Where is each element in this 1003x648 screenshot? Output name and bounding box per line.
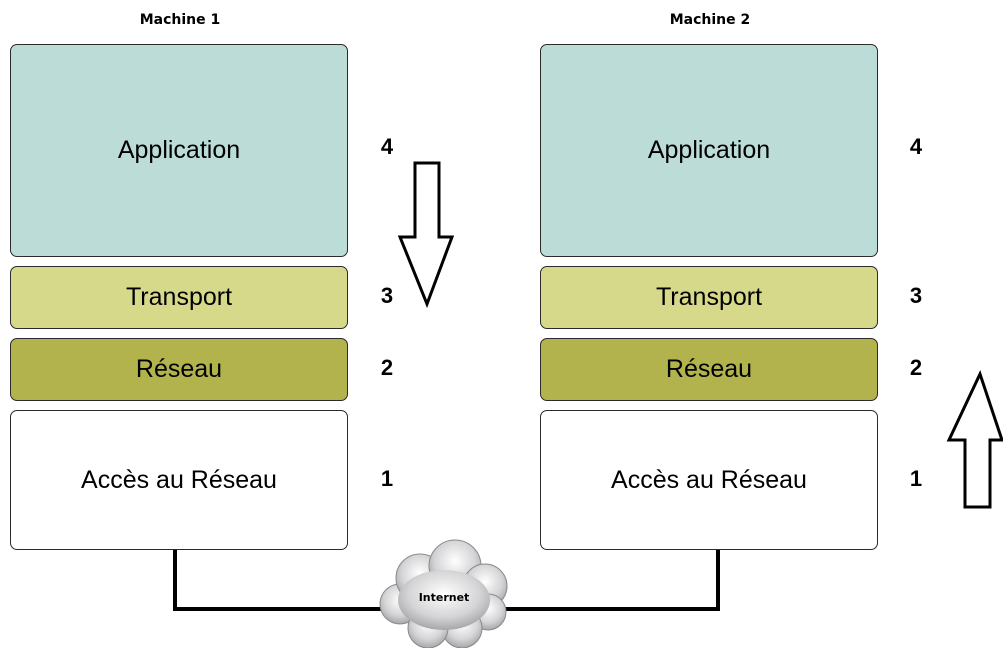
machine-2-layer-application: Application — [540, 44, 878, 257]
internet-cloud-icon — [379, 539, 508, 648]
layer-label: Transport — [655, 283, 763, 311]
up-arrow-icon — [946, 369, 1003, 509]
machine-1-layer-number-4: 4 — [380, 134, 394, 159]
machine-2-layer-transport: Transport — [540, 266, 878, 329]
layer-label: Réseau — [135, 355, 223, 383]
internet-label: Internet — [418, 591, 470, 604]
machine-1-title: Machine 1 — [139, 12, 221, 28]
layer-label: Accès au Réseau — [81, 465, 277, 494]
layer-label: Application — [117, 136, 241, 164]
layer-label: Accès au Réseau — [611, 465, 807, 494]
machine-1-layer-acces: Accès au Réseau — [10, 410, 348, 550]
machine-1-layer-number-3: 3 — [380, 283, 394, 308]
machine-2-layer-number-4: 4 — [909, 134, 923, 159]
machine-2-title: Machine 2 — [669, 12, 751, 28]
layer-label: Réseau — [665, 355, 753, 383]
machine-2-layer-reseau: Réseau — [540, 338, 878, 401]
machine-1-layer-number-1: 1 — [380, 466, 394, 491]
machine-1-layer-application: Application — [10, 44, 348, 257]
down-arrow-icon — [397, 161, 455, 309]
machine-1-layer-reseau: Réseau — [10, 338, 348, 401]
machine-2-layer-acces: Accès au Réseau — [540, 410, 878, 550]
machine-2-layer-number-2: 2 — [909, 355, 923, 380]
layer-label: Application — [647, 136, 771, 164]
machine-2-layer-number-3: 3 — [909, 283, 923, 308]
connector-machine-1 — [173, 550, 395, 611]
connector-machine-2 — [495, 550, 720, 611]
machine-1-layer-number-2: 2 — [380, 355, 394, 380]
machine-2-layer-number-1: 1 — [909, 466, 923, 491]
machine-1-layer-transport: Transport — [10, 266, 348, 329]
layer-label: Transport — [125, 283, 233, 311]
